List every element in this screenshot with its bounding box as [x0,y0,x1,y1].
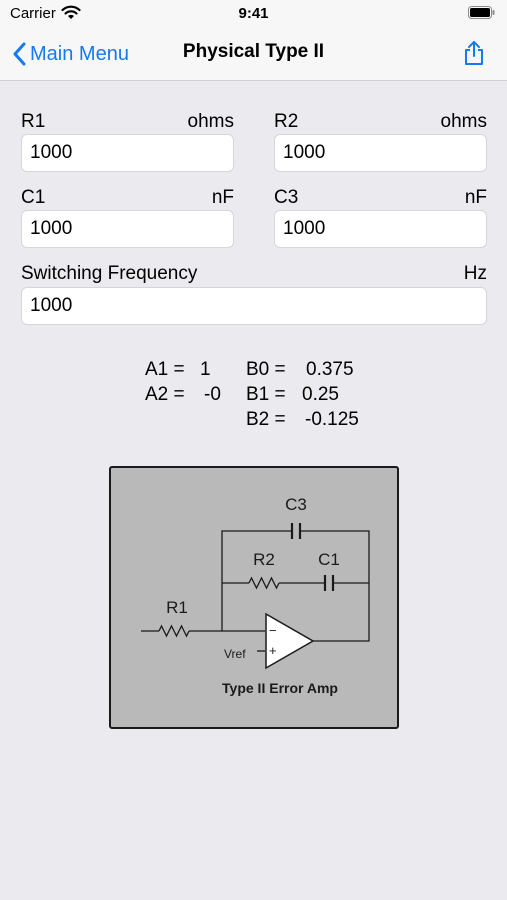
circuit-diagram: C3 R2 C1 R1 − + Vref Type II Error Amp [109,466,399,729]
back-button[interactable]: Main Menu [12,39,129,69]
back-button-label: Main Menu [30,42,129,65]
r2-label: R2 [274,111,299,132]
share-icon [465,41,483,65]
coef-b0-value: 0.375 [306,359,354,380]
r1-label: R1 [21,111,46,132]
circuit-schematic: C3 R2 C1 R1 − + Vref Type II Error Amp [141,495,370,696]
frequency-unit: Hz [463,263,487,284]
coef-a1: A1 = 1 [145,359,211,381]
chevron-left-icon [13,42,26,66]
c1-label-row: C1 nF [21,187,234,209]
coef-b2: B2 = -0.125 [246,409,359,431]
coef-a1-value: 1 [200,359,211,380]
page-title: Physical Type II [182,41,325,62]
frequency-label: Switching Frequency [21,263,198,284]
frequency-label-row: Switching Frequency Hz [21,263,487,285]
opamp-plus-label: + [269,643,277,658]
c1-unit: nF [211,187,234,208]
vref-label: Vref [224,647,246,661]
status-bar: Carrier 9:41 [0,0,507,28]
r1-label-row: R1 ohms [21,111,234,133]
r1-unit: ohms [187,111,234,132]
navigation-bar: Main Menu Physical Type II [0,28,507,81]
coef-b1-label: B1 = [246,384,286,405]
diagram-caption: Type II Error Amp [222,680,338,696]
share-button[interactable] [463,40,485,71]
r2-input[interactable] [274,134,487,172]
c3-label-row: C3 nF [274,187,487,209]
r1-input[interactable] [21,134,234,172]
coef-a1-label: A1 = [145,359,185,380]
coef-b1-value: 0.25 [302,384,339,405]
c1-input[interactable] [21,210,234,248]
c3-input[interactable] [274,210,487,248]
coef-b0: B0 = 0.375 [246,359,354,381]
coef-a2: A2 = -0 [145,384,221,406]
carrier-label: Carrier [10,5,56,22]
c3-diagram-label: C3 [285,495,307,514]
battery-icon [468,6,495,24]
c3-unit: nF [464,187,487,208]
coef-b1: B1 = 0.25 [246,384,339,406]
c1-diagram-label: C1 [318,550,340,569]
status-time: 9:41 [238,5,269,22]
r2-label-row: R2 ohms [274,111,487,133]
r2-unit: ohms [440,111,487,132]
c1-label: C1 [21,187,46,208]
coef-a2-label: A2 = [145,384,185,405]
coef-b2-value: -0.125 [305,409,359,430]
wifi-icon [61,5,81,25]
frequency-input[interactable] [21,287,487,325]
coef-b2-label: B2 = [246,409,286,430]
coef-b0-label: B0 = [246,359,286,380]
coef-a2-value: -0 [204,384,221,405]
r2-diagram-label: R2 [253,550,275,569]
opamp-minus-label: − [269,623,277,638]
c3-label: C3 [274,187,299,208]
r1-diagram-label: R1 [166,598,188,617]
